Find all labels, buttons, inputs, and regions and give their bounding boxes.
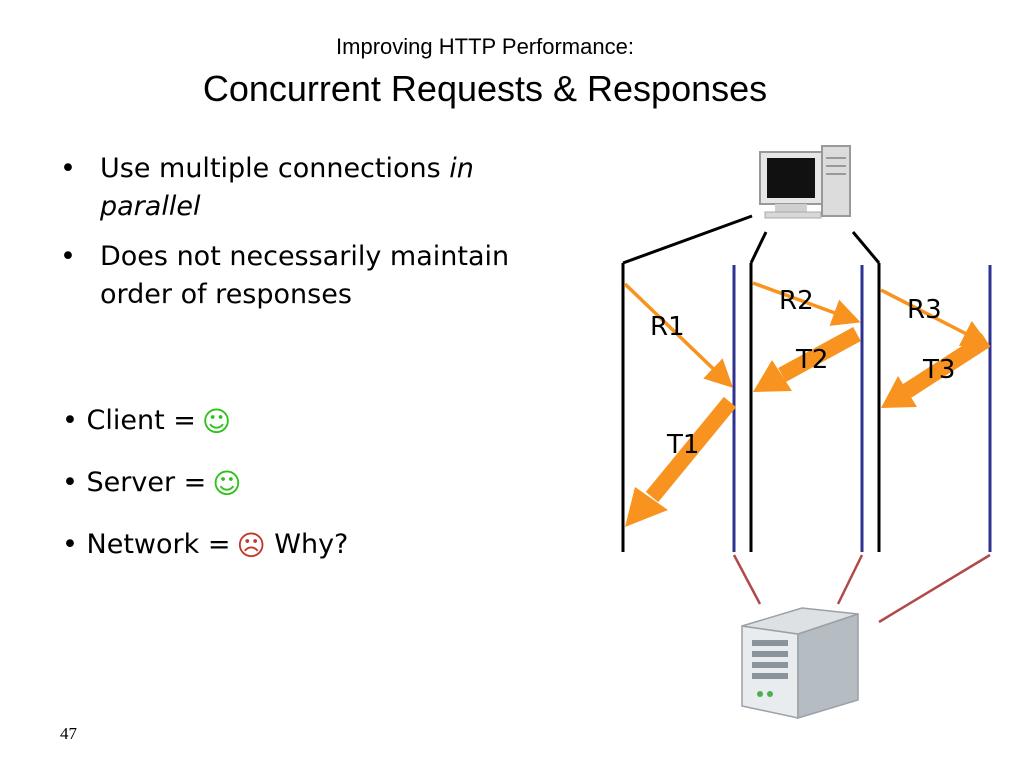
bullet-item-parallel: • Use multiple connections in parallel xyxy=(60,150,580,226)
bullet-text: Use multiple connections xyxy=(100,153,450,184)
response-arrows xyxy=(625,326,991,527)
request-arrow-r2 xyxy=(752,281,861,326)
status-network: • Network =☹ Why? xyxy=(62,529,349,562)
bullet-dot: • xyxy=(60,241,76,272)
client-timelines xyxy=(621,263,881,552)
response-arrow-t3 xyxy=(881,333,991,408)
response-label-t2: T2 xyxy=(795,345,828,375)
request-label-r3: R3 xyxy=(907,295,942,325)
frowning-face-icon: ☹ xyxy=(236,529,266,562)
status-label: Network = xyxy=(86,529,231,560)
request-label-r1: R1 xyxy=(650,312,685,342)
bullet-emphasis: in parallel xyxy=(100,153,474,222)
bullet-item-order: • Does not necessarily maintain order of… xyxy=(60,238,580,314)
fan-line-3 xyxy=(851,231,881,264)
server-timelines xyxy=(732,265,992,552)
bullet-dot: • xyxy=(60,153,76,184)
response-arrow-t1 xyxy=(625,396,737,527)
status-label: Server = xyxy=(86,467,207,498)
server-link-2 xyxy=(836,554,864,605)
server-icon xyxy=(741,607,859,720)
response-label-t1: T1 xyxy=(666,430,699,460)
slide-subtitle: Improving HTTP Performance: xyxy=(336,34,634,59)
request-arrow-r1 xyxy=(623,282,734,388)
server-links xyxy=(732,553,991,624)
server-link-1 xyxy=(732,554,762,605)
status-server: • Server =☺ xyxy=(62,467,242,500)
response-arrow-t2 xyxy=(753,326,861,392)
request-label-r2: R2 xyxy=(779,286,814,316)
bullet-text: Does not necessarily maintain order of r… xyxy=(100,241,510,310)
smiley-face-icon: ☺ xyxy=(212,467,242,500)
page-number: 47 xyxy=(60,724,77,743)
client-fan-lines xyxy=(622,214,881,265)
request-arrows xyxy=(623,281,991,388)
fan-line-1 xyxy=(622,214,753,265)
status-label: Client = xyxy=(86,405,196,436)
response-label-t3: T3 xyxy=(922,355,955,385)
fan-line-2 xyxy=(749,231,768,264)
bullet-list: • Use multiple connections in parallel •… xyxy=(60,150,580,326)
smiley-face-icon: ☺ xyxy=(201,405,232,438)
slide-title: Concurrent Requests & Responses xyxy=(202,68,768,109)
status-client: • Client =☺ xyxy=(62,405,232,438)
status-question: Why? xyxy=(274,529,349,560)
server-link-3 xyxy=(878,553,991,624)
client-computer-icon xyxy=(759,145,851,219)
request-arrow-r3 xyxy=(880,288,991,347)
